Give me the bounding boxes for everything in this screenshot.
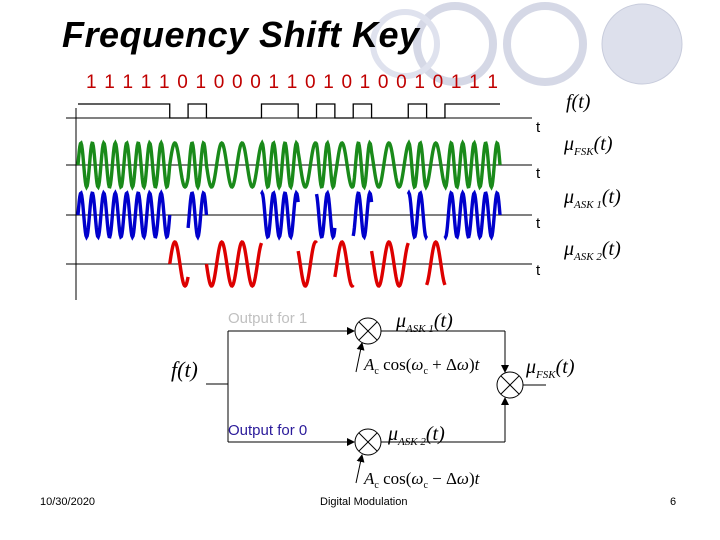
ask2-waveform (168, 239, 447, 289)
carrier-upper-label: Ac cos(ωc + Δω)t (363, 355, 481, 377)
slide-title: Frequency Shift Key (62, 14, 420, 55)
multiplier-icon (496, 371, 524, 399)
block-ask2-label: μASK 2(t) (387, 423, 445, 448)
footer-page-number: 6 (670, 496, 677, 508)
t-label-3: t (536, 215, 541, 232)
fsk-waveform (76, 139, 502, 191)
t-label-4: t (536, 262, 541, 279)
block-ask1-label: μASK 1(t) (395, 310, 453, 335)
carrier1-arrow (355, 342, 365, 373)
multiplier-icon (354, 428, 382, 456)
output-for-1-label: Output for 1 (228, 310, 308, 327)
data-pulse-train (78, 103, 500, 119)
footer-title: Digital Modulation (320, 496, 408, 508)
decorative-circles (370, 2, 683, 86)
label-mu-fsk: μFSK(t) (563, 133, 613, 158)
label-f-of-t: f(t) (566, 91, 591, 113)
ask1-waveform (76, 189, 502, 241)
carrier-lower-label: Ac cos(ωc − Δω)t (363, 469, 481, 491)
footer-date: 10/30/2020 (40, 496, 96, 508)
output-for-0-label: Output for 0 (228, 422, 308, 439)
bit-sequence: 1 1 1 1 1 0 1 0 0 0 1 1 0 1 0 1 0 0 1 0 … (86, 72, 500, 93)
t-label-2: t (536, 165, 541, 182)
carrier2-arrow (355, 454, 365, 484)
multiplier-icon (354, 317, 382, 345)
t-label-1: t (536, 119, 541, 136)
block-fsk-label: μFSK(t) (525, 356, 575, 381)
label-mu-ask2: μASK 2(t) (563, 238, 621, 263)
block-input-label: f(t) (171, 357, 198, 382)
